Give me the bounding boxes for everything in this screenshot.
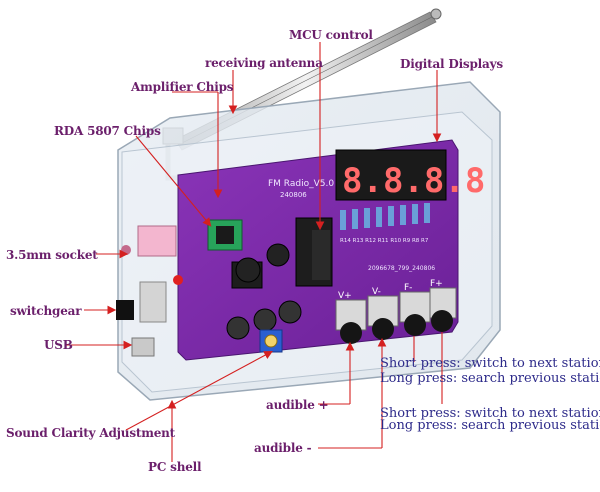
capacitor [235, 257, 261, 283]
callout-lines [66, 42, 443, 462]
display-digits: 8.8.8.8 [342, 161, 485, 201]
label-digital-displays: Digital Displays [400, 57, 503, 71]
svg-text:F-: F- [404, 283, 412, 293]
resistor [376, 207, 382, 227]
frequency-up-button[interactable]: F+ [429, 279, 457, 332]
board-serial: 2096678_799_240806 [368, 265, 435, 272]
digital-display: 8.8.8.8 [335, 149, 485, 201]
capacitor [278, 300, 302, 324]
svg-text:V+: V+ [338, 291, 352, 301]
board-title: FM Radio_V5.0 [268, 179, 334, 189]
usb-port[interactable] [131, 337, 155, 357]
label-receiving-antenna: receiving antenna [205, 56, 323, 70]
resistor [412, 204, 418, 224]
volume-down-button[interactable]: V- [367, 287, 399, 340]
switch[interactable] [116, 300, 134, 320]
label-amplifier-chips: Amplifier Chips [131, 80, 234, 94]
resistor [364, 208, 370, 228]
resistor [340, 210, 346, 230]
switch-housing [139, 281, 167, 323]
sound-clarity-potentiometer[interactable] [259, 329, 283, 353]
rda-5807-chip [207, 219, 243, 251]
label-pc-shell: PC shell [148, 460, 202, 474]
volume-up-button[interactable]: V+ [335, 291, 367, 344]
svg-text:V-: V- [372, 287, 381, 297]
label-usb: USB [44, 338, 73, 352]
capacitor [226, 316, 250, 340]
resistor [352, 209, 358, 229]
callout-clarity [125, 350, 273, 431]
label-audible-plus: audible + [266, 398, 329, 412]
svg-text:F+: F+ [430, 279, 443, 289]
label-mcu-control: MCU control [289, 28, 373, 42]
button-group: V+ V- F- F+ [335, 279, 457, 344]
mcu-chip [295, 217, 333, 287]
resistor [400, 205, 406, 225]
resistor [424, 203, 430, 223]
frequency-down-button[interactable]: F- [399, 283, 431, 336]
resistor [388, 206, 394, 226]
capacitors [226, 243, 302, 340]
led [173, 275, 183, 285]
note-short-press-2: Short press: switch to next station [380, 406, 600, 421]
board-date: 240806 [280, 191, 307, 199]
label-switchgear: switchgear [10, 304, 82, 318]
note-long-press-2: Long press: search previous station [380, 418, 600, 433]
label-socket: 3.5mm socket [6, 248, 98, 262]
callout-rda [135, 135, 212, 227]
label-audible-minus: audible - [254, 441, 312, 455]
resistor-labels: R14 R13 R12 R11 R10 R9 R8 R7 [340, 238, 429, 244]
note-long-press-1: Long press: search previous station [380, 371, 600, 386]
label-rda-chips: RDA 5807 Chips [54, 124, 161, 138]
capacitor [266, 243, 290, 267]
capacitor [253, 308, 277, 332]
resistor-row: R14 R13 R12 R11 R10 R9 R8 R7 [340, 203, 430, 244]
note-short-press-1: Short press: switch to next station [380, 356, 600, 371]
label-sound-clarity: Sound Clarity Adjustment [6, 426, 176, 440]
